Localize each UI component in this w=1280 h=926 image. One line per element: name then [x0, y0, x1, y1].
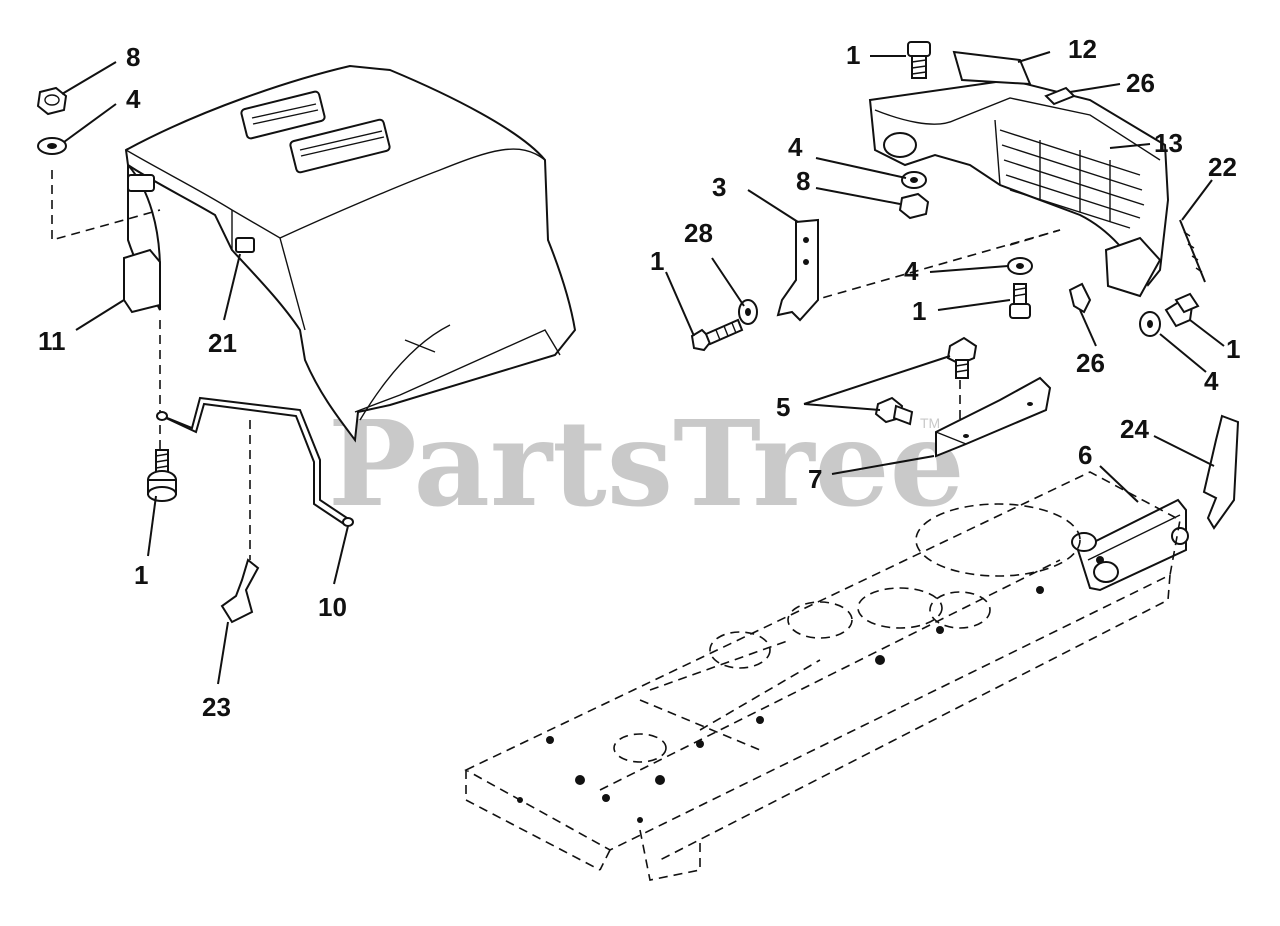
hood-rod: [156, 396, 354, 527]
hood-nut: [36, 86, 68, 116]
hood-vent: [240, 90, 391, 174]
hood-clip: [220, 558, 260, 624]
callout-hood-nut: 8: [126, 42, 140, 72]
callout-hood-bumper: 21: [208, 328, 237, 358]
callout-right-bolt: 1: [1226, 334, 1240, 364]
callout-center-washer: 4: [904, 256, 919, 286]
callout-grille-nut: 8: [796, 166, 810, 196]
callout-hood-pad: 11: [38, 326, 66, 356]
callout-grille-clip-bottom: 26: [1076, 348, 1105, 378]
callout-hood-washer: 4: [126, 84, 141, 114]
hood: [124, 64, 577, 443]
mount-bracket: [935, 376, 1052, 458]
grille-lower-bracket: [1104, 236, 1162, 298]
grille: [868, 78, 1170, 287]
callout-center-bolt: 1: [912, 296, 926, 326]
callout-pivot-bracket: 6: [1078, 440, 1092, 470]
watermark-text: PartsTree: [328, 394, 965, 533]
callout-hood-clip: 23: [202, 692, 231, 722]
hood-washer: [37, 137, 67, 155]
callout-hood-rod: 10: [318, 592, 347, 622]
callout-grille-screen: 22: [1208, 152, 1237, 182]
watermark-trademark: TM: [920, 415, 940, 431]
callout-bracket-left: 3: [712, 172, 726, 202]
grille-bolt-top: [907, 41, 931, 79]
callout-grille-decal: 12: [1068, 34, 1097, 64]
right-bolt: [1164, 292, 1200, 328]
side-bracket: [1202, 414, 1240, 530]
callout-side-bracket: 24: [1120, 414, 1149, 444]
callout-grille-clip-top: 26: [1126, 68, 1155, 98]
grille-washer: [901, 171, 927, 189]
callout-grille-washer: 4: [788, 132, 803, 162]
leader-lines: [61, 51, 1225, 685]
grille-clip-bottom: [1068, 282, 1092, 314]
pivot-bracket: [1071, 498, 1189, 592]
hood-bolt: [147, 449, 177, 502]
callout-grille: 13: [1154, 128, 1183, 158]
bracket-left: [776, 218, 819, 322]
grille-decal: [952, 50, 1032, 86]
right-washer: [1139, 311, 1161, 337]
center-bolt: [1009, 283, 1031, 319]
mount-bolt-lower: [874, 396, 914, 426]
grille-clip-top: [1044, 86, 1076, 106]
callout-mount-bolts: 5: [776, 392, 790, 422]
callout-washer-28: 28: [684, 218, 713, 248]
bracket-bolt: [690, 318, 744, 352]
center-washer: [1007, 257, 1033, 275]
frame: [464, 471, 1181, 881]
grille-screen: [1179, 219, 1206, 283]
mount-bolt-upper: [946, 336, 978, 379]
callouts: 8 4 11 21 1 10 23 1 12 26 13 4 8 3 28 1 …: [38, 34, 1240, 722]
callout-bracket-bolt: 1: [650, 246, 664, 276]
frame-holes: [517, 556, 1104, 823]
hood-pad: [123, 248, 161, 314]
callout-hood-bolt: 1: [134, 560, 148, 590]
callout-right-washer: 4: [1204, 366, 1219, 396]
callout-mount-bracket: 7: [808, 464, 822, 494]
grille-nut: [898, 192, 930, 220]
callout-grille-bolt-top: 1: [846, 40, 860, 70]
